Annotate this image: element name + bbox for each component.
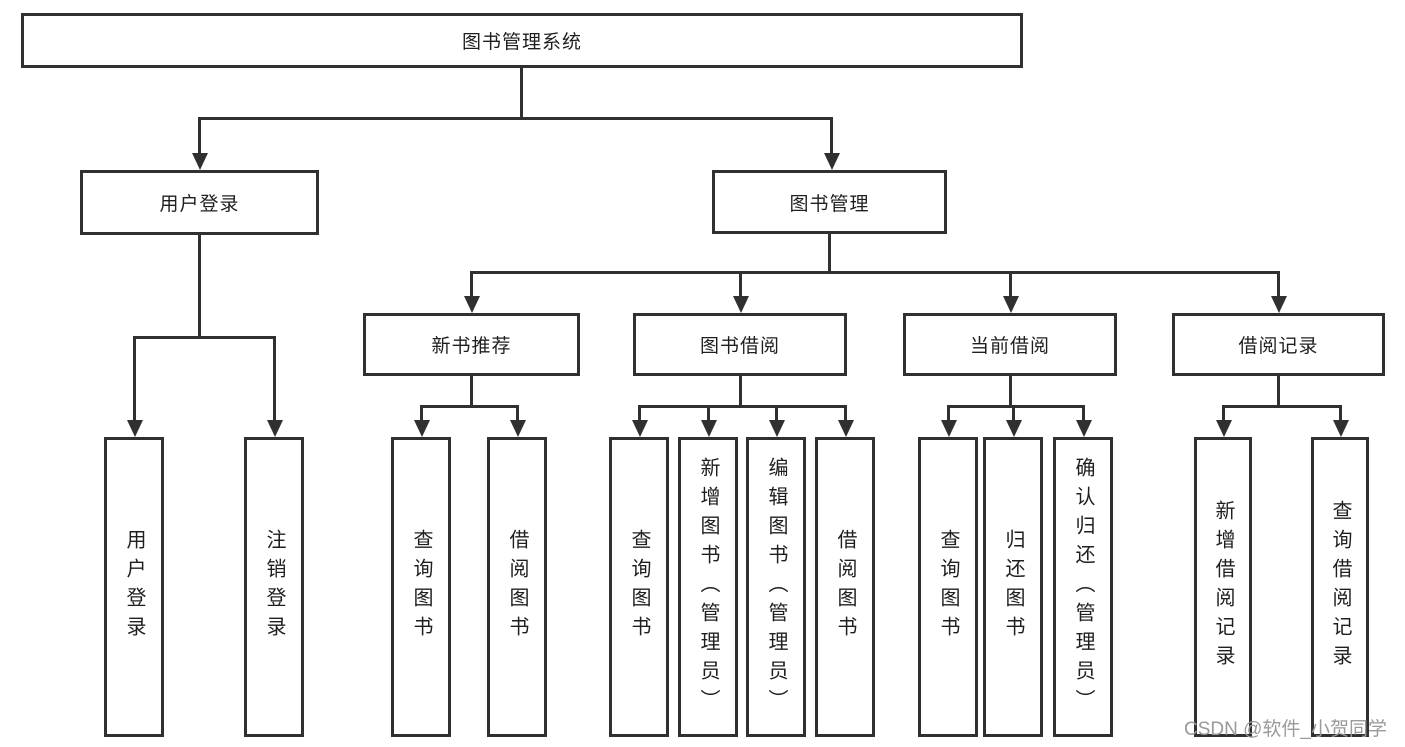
arrow-down-icon [844,405,847,420]
node-book-borrowing: 图书借阅 [633,313,847,376]
node-leaf-borrow-books-borrow: 借阅图书 [815,437,875,737]
node-leaf-query-books-borrow: 查询图书 [609,437,669,737]
node-leaf-add-borrow-record: 新增借阅记录 [1194,437,1252,737]
node-library-management-system: 图书管理系统 [21,13,1023,68]
connector-line [1277,376,1280,408]
arrow-down-icon [638,405,641,420]
node-user-login: 用户登录 [80,170,319,235]
connector-line [828,234,831,274]
node-leaf-return-books: 归还图书 [983,437,1043,737]
connector-line [133,336,276,339]
node-leaf-query-books-rec: 查询图书 [391,437,451,737]
arrow-down-icon [516,405,519,420]
node-leaf-borrow-books-rec: 借阅图书 [487,437,547,737]
connector-line [198,235,201,337]
arrow-down-icon [775,405,778,420]
arrow-down-icon [1082,405,1085,420]
connector-line [470,271,1280,274]
connector-line [1222,405,1342,408]
node-leaf-user-login: 用户登录 [104,437,164,737]
arrow-down-icon [1339,405,1342,420]
connector-line [638,405,847,408]
arrow-down-icon [1277,271,1280,296]
arrow-down-icon [420,405,423,420]
node-leaf-logout: 注销登录 [244,437,304,737]
connector-line [947,405,1085,408]
arrow-down-icon [1222,405,1225,420]
connector-line [739,376,742,408]
connector-line [470,376,473,408]
connector-line [520,68,523,118]
node-book-management: 图书管理 [712,170,947,234]
node-leaf-add-books-admin: 新增图书（管理员） [678,437,738,737]
connector-line [198,117,832,120]
node-leaf-query-borrow-record: 查询借阅记录 [1311,437,1369,737]
node-leaf-confirm-return-admin: 确认归还（管理员） [1053,437,1113,737]
node-leaf-query-books-current: 查询图书 [918,437,978,737]
arrow-down-icon [273,336,276,420]
arrow-down-icon [1012,405,1015,420]
arrow-down-icon [470,271,473,296]
arrow-down-icon [707,405,710,420]
arrow-down-icon [133,336,136,420]
node-borrowing-records: 借阅记录 [1172,313,1385,376]
arrow-down-icon [947,405,950,420]
node-new-book-recommendation: 新书推荐 [363,313,580,376]
arrow-down-icon [198,117,201,153]
node-leaf-edit-books-admin: 编辑图书（管理员） [746,437,806,737]
csdn-watermark: CSDN @软件_小贺同学 [1184,719,1387,740]
node-current-borrowing: 当前借阅 [903,313,1117,376]
arrow-down-icon [830,117,833,153]
arrow-down-icon [1009,271,1012,296]
arrow-down-icon [739,271,742,296]
connector-line [420,405,519,408]
connector-line [1009,376,1012,408]
